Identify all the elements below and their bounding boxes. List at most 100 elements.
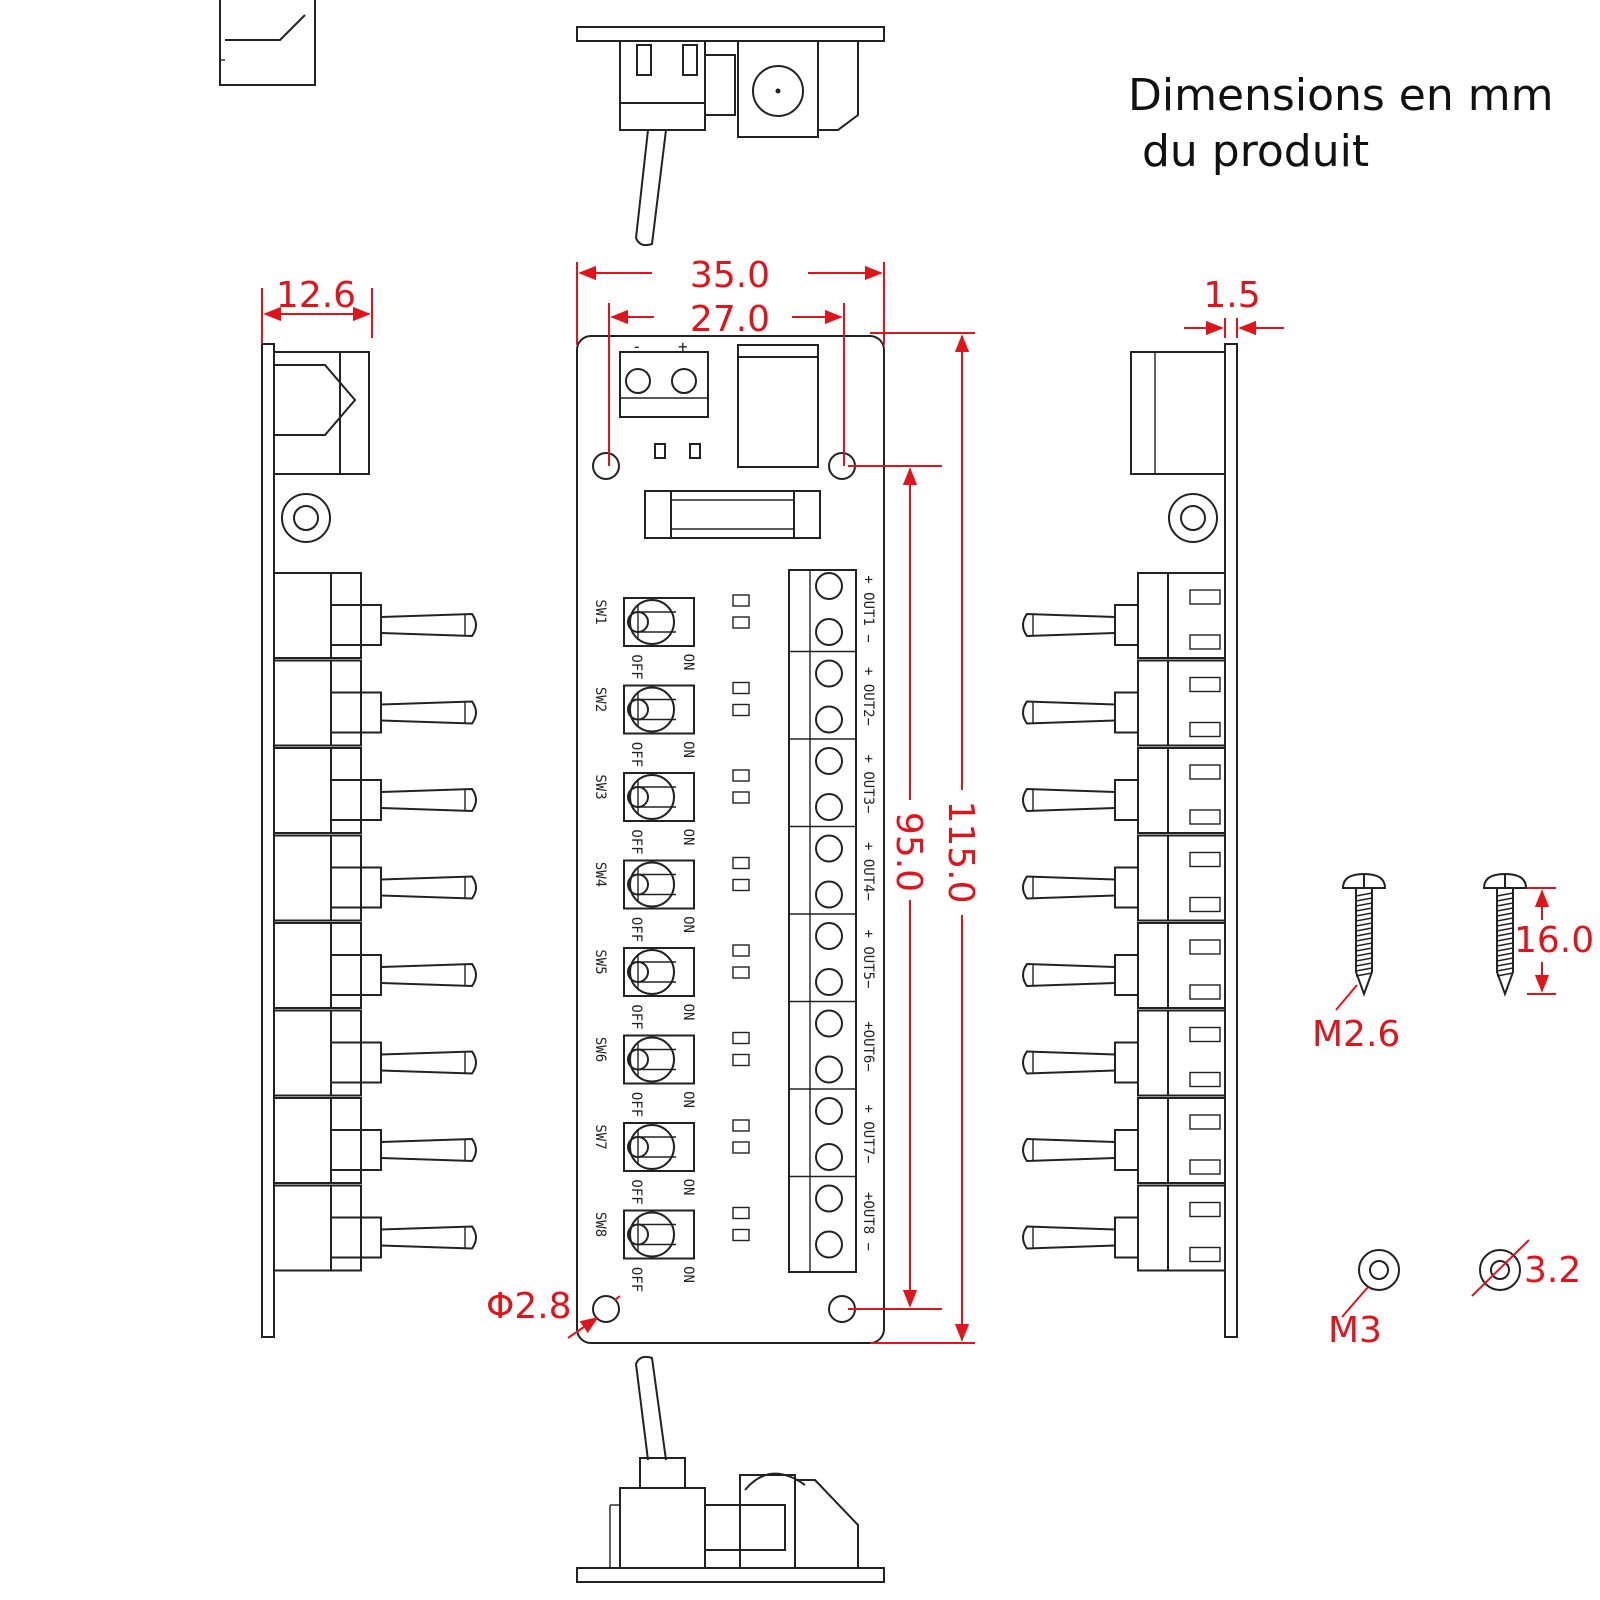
toggle-switch: [623, 597, 695, 647]
toggle-switch: [623, 772, 695, 822]
dim-hole-spacing-width: 27.0: [690, 299, 770, 340]
mounting-hole: [592, 452, 620, 480]
toggle-switch: [623, 684, 695, 735]
output-screw-terminal: [815, 1143, 843, 1171]
output-screw-terminal: [815, 1230, 843, 1259]
output-screw-terminal: [815, 705, 843, 734]
output-screw-terminal: [815, 793, 843, 821]
switch-row: SW4 OFF ON + OUT4−: [592, 825, 876, 942]
dim-hole-diameter: Φ2.8: [486, 1286, 572, 1327]
switch-label: SW1: [592, 599, 608, 624]
dim-washer-inner: 3.2: [1524, 1250, 1581, 1291]
toggle-switch: [623, 859, 695, 910]
side-toggle-left: [273, 1097, 477, 1184]
output-terminal-block: [788, 569, 857, 1273]
side-toggle-left: [273, 922, 477, 1009]
switch-on-label: ON: [680, 916, 696, 933]
left-side-view: [261, 343, 477, 1338]
switch-on-label: ON: [680, 1266, 696, 1283]
screw-16mm: [1482, 872, 1528, 997]
side-toggle-right: [1022, 1184, 1226, 1272]
toggle-switch: [623, 947, 695, 997]
toggle-switch: [623, 1034, 695, 1085]
side-toggle-left: [273, 659, 477, 747]
side-toggle-right: [1022, 659, 1226, 747]
switch-label: SW7: [592, 1124, 608, 1149]
switch-label: SW6: [592, 1037, 608, 1062]
dim-board-length: 115.0: [940, 800, 981, 903]
switch-row: SW2 OFF ON + OUT2−: [592, 650, 876, 767]
output-screw-terminal: [815, 1097, 843, 1125]
output-label: + OUT7−: [860, 1104, 876, 1163]
output-label: + OUT2−: [860, 667, 876, 726]
switch-off-label: OFF: [628, 654, 644, 679]
switch-off-label: OFF: [628, 1092, 644, 1117]
switch-on-label: ON: [680, 1004, 696, 1021]
output-label: +OUT8 −: [860, 1192, 876, 1251]
bottom-end-view: [576, 1355, 885, 1583]
switch-off-label: OFF: [628, 1179, 644, 1204]
switch-on-label: ON: [680, 741, 696, 758]
output-screw-terminal: [815, 618, 843, 646]
screw-m2-6: [1341, 872, 1387, 997]
output-screw-terminal: [815, 1184, 843, 1213]
power-minus-label: -: [632, 337, 642, 356]
switch-label: SW5: [592, 949, 608, 974]
side-toggle-right: [1022, 747, 1226, 834]
side-toggle-right: [1022, 834, 1226, 922]
switch-label: SW4: [592, 862, 608, 887]
toggle-switch: [623, 1209, 695, 1260]
output-screw-terminal: [815, 747, 843, 775]
output-screw-terminal: [815, 880, 843, 909]
dim-board-thickness: 1.5: [1203, 275, 1260, 316]
switch-on-label: ON: [680, 1179, 696, 1196]
switch-label: SW8: [592, 1212, 608, 1237]
title-line-2: du produit: [1142, 126, 1369, 177]
partial-corner-view: [219, 0, 316, 86]
toggle-switch: [623, 1122, 695, 1172]
dim-hole-spacing-length: 95.0: [888, 812, 929, 892]
output-screw-terminal: [815, 834, 843, 863]
switch-on-label: ON: [680, 1091, 696, 1108]
side-toggle-right: [1022, 1009, 1226, 1097]
side-toggle-left: [273, 747, 477, 834]
output-screw-terminal: [815, 1055, 843, 1084]
side-toggle-right: [1022, 1097, 1226, 1184]
output-label: + OUT4−: [860, 842, 876, 901]
switch-label: SW3: [592, 774, 608, 799]
output-label: +OUT6−: [860, 1021, 876, 1072]
fuse: [644, 490, 821, 539]
washer-m3: [1358, 1249, 1400, 1291]
side-toggle-left: [273, 572, 477, 659]
switch-off-label: OFF: [628, 829, 644, 854]
power-plus-label: +: [678, 337, 688, 356]
side-toggle-left: [273, 1009, 477, 1097]
output-screw-terminal: [815, 968, 843, 996]
dim-side-height: 12.6: [276, 275, 356, 316]
switch-on-label: ON: [680, 654, 696, 671]
side-toggle-right: [1022, 922, 1226, 1009]
switch-off-label: OFF: [628, 1267, 644, 1292]
switch-label: SW2: [592, 687, 608, 712]
right-side-view: [1022, 343, 1238, 1338]
output-label: + OUT3−: [860, 754, 876, 813]
output-screw-terminal: [815, 1009, 843, 1038]
side-toggle-left: [273, 834, 477, 922]
washer-3-2: [1479, 1249, 1521, 1291]
switch-off-label: OFF: [628, 1004, 644, 1029]
power-terminal: [619, 351, 709, 418]
side-toggle-right: [1022, 572, 1226, 659]
dim-board-width: 35.0: [690, 255, 770, 296]
dim-screw-length: 16.0: [1514, 920, 1594, 961]
washer-size-label: M3: [1328, 1310, 1382, 1351]
output-screw-terminal: [815, 572, 843, 600]
output-label: + OUT5−: [860, 929, 876, 988]
